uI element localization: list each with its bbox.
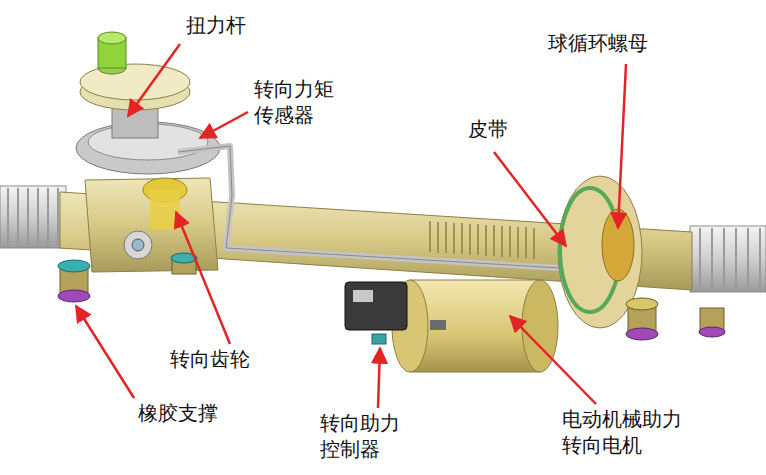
label-holder: 球循环螺母 [546, 30, 650, 56]
part-label: 转向力矩 传感器 [252, 76, 356, 128]
label-holder: 扭力杆 [184, 12, 248, 38]
label-holder: 电动机械助力 转向电机 [560, 406, 704, 458]
part-label: 转向齿轮 [168, 346, 252, 372]
label-holder: 转向齿轮 [168, 346, 252, 372]
part-label: 电动机械助力 转向电机 [560, 406, 704, 458]
part-label: 转向助力 控制器 [318, 410, 422, 462]
part-label: 橡胶支撑 [136, 400, 220, 426]
part-label: 扭力杆 [184, 12, 248, 38]
label-holder: 转向力矩 传感器 [252, 76, 356, 128]
leader-lines [76, 44, 626, 408]
part-label: 皮带 [466, 116, 510, 142]
label-holder: 橡胶支撑 [136, 400, 220, 426]
part-label: 球循环螺母 [546, 30, 650, 56]
label-holder: 皮带 [466, 116, 510, 142]
label-holder: 转向助力 控制器 [318, 410, 422, 462]
